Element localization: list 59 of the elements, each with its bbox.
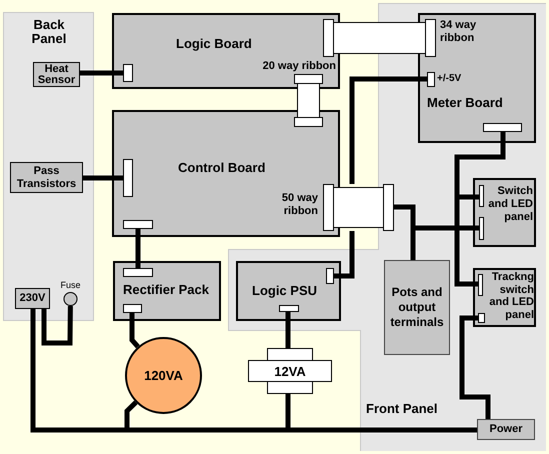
wire [334, 231, 354, 278]
wire [130, 313, 140, 348]
board-title: Trackng switch and LED panel [488, 271, 534, 321]
wire [457, 194, 479, 200]
connector-icon [326, 268, 334, 284]
circuit-board [112, 110, 340, 237]
wire [42, 306, 73, 346]
panel-region [3, 12, 94, 321]
component-box: 230V [15, 288, 50, 309]
connector-icon [123, 220, 153, 229]
connector-icon [483, 123, 522, 132]
circuit-board [112, 13, 340, 89]
wire [83, 176, 123, 180]
connector-icon [479, 185, 484, 207]
wire [460, 316, 490, 419]
transformer-disc: 120VA [125, 337, 202, 414]
wire [136, 229, 140, 268]
wire [286, 312, 290, 348]
connector-icon [479, 217, 484, 240]
board-title: Meter Board [427, 95, 503, 110]
wire [80, 70, 123, 76]
wire [286, 394, 290, 430]
connector-icon [478, 313, 485, 323]
cable-label: 50 way ribbon [280, 192, 318, 218]
pin-label: +/-5V [437, 73, 462, 85]
region-title: Back Panel [30, 18, 68, 46]
connector-icon [123, 304, 142, 313]
ribbon-cable [323, 19, 436, 57]
board-title: Logic PSU [252, 283, 318, 298]
board-title: Switch and LED panel [487, 185, 533, 224]
component-box: Heat Sensor [33, 62, 80, 87]
connector-icon [279, 305, 299, 312]
component-label: Fuse [59, 280, 82, 290]
board-title: Logic Board [176, 36, 252, 51]
fuse-icon [63, 292, 78, 306]
connector-icon [123, 64, 133, 82]
wire [413, 226, 479, 230]
wire [454, 132, 506, 286]
circuit-board [473, 268, 536, 327]
wire [350, 76, 427, 184]
connector-icon [123, 159, 133, 197]
component-box: Pass Transistors [10, 162, 83, 193]
circuit-board [473, 178, 536, 247]
ribbon-cable [294, 74, 323, 127]
component-box: Pots and output terminals [384, 260, 450, 355]
component-box: Power [477, 419, 535, 440]
board-title: Rectifier Pack [123, 282, 209, 297]
cable-label: 34 way ribbon [440, 19, 478, 45]
circuit-board [418, 13, 536, 143]
wire [394, 204, 416, 260]
connector-icon [427, 72, 435, 87]
ribbon-cable [323, 184, 394, 231]
circuit-board [113, 261, 221, 321]
board-title: Control Board [178, 160, 266, 175]
cable-label: 20 way ribbon [262, 60, 336, 73]
circuit-board [236, 261, 341, 321]
connector-icon [478, 274, 483, 296]
region-title: Front Panel [366, 401, 438, 416]
connector-icon [123, 268, 153, 277]
